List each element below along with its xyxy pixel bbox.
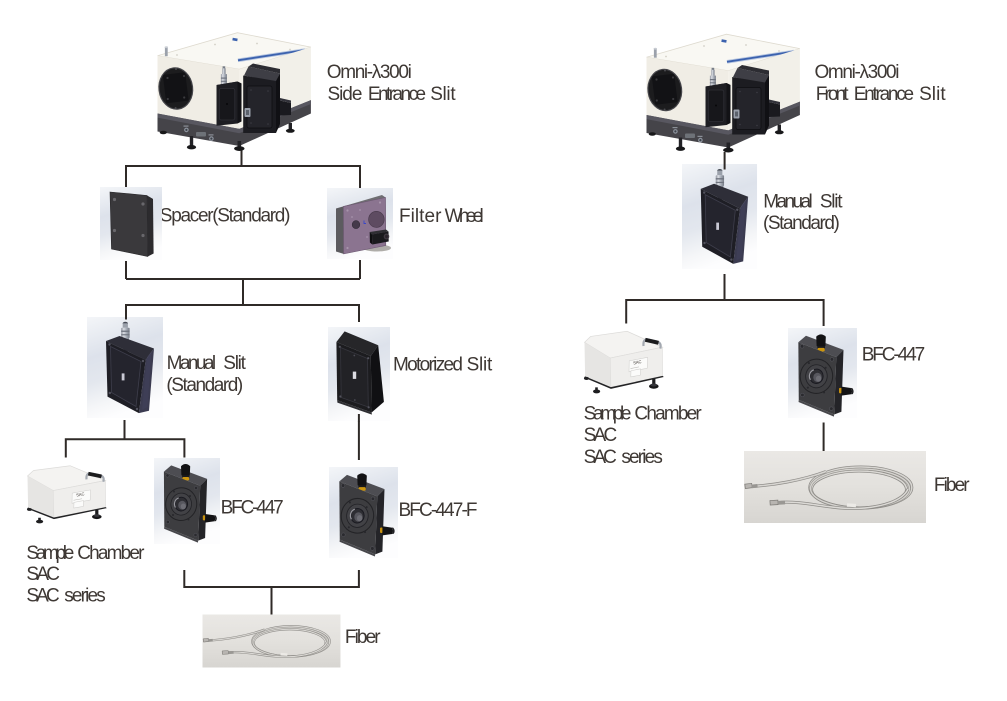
svg-text:Slit: Slit [467,355,493,376]
svg-text:Front: Front [816,84,849,105]
svg-text:SAC: SAC [584,425,618,446]
svg-text:Fiber: Fiber [934,475,970,496]
svg-text:(Standard): (Standard) [166,375,243,396]
svg-text:BFC-447: BFC-447 [862,344,926,365]
svg-text:BFC-447-F: BFC-447-F [399,500,478,521]
svg-text:Fiber: Fiber [345,627,381,648]
svg-text:(Standard): (Standard) [763,213,840,234]
svg-text:SAC: SAC [26,564,60,585]
svg-text:Wheel: Wheel [445,206,484,227]
svg-text:Slit: Slit [430,84,456,105]
svg-text:Motorized: Motorized [393,355,463,376]
svg-text:Slit: Slit [223,353,246,374]
svg-text:Chamber: Chamber [634,404,702,425]
svg-text:Chamber: Chamber [77,543,145,564]
svg-text:Slit: Slit [919,84,946,105]
svg-text:Manual: Manual [763,191,813,212]
svg-text:SAC: SAC [26,585,59,606]
svg-text:Omni-λ300i: Omni-λ300i [327,62,412,83]
svg-text:SAC: SAC [584,447,617,468]
svg-text:Entrance: Entrance [368,84,426,105]
svg-text:Side: Side [328,84,363,105]
svg-text:Filter: Filter [399,206,442,227]
svg-text:Sample: Sample [26,543,74,564]
svg-text:Omni-λ300i: Omni-λ300i [815,62,900,83]
svg-text:BFC-447: BFC-447 [221,497,284,518]
svg-text:Entrance: Entrance [854,84,914,105]
svg-text:series: series [64,585,106,606]
svg-text:Slit: Slit [820,191,843,212]
svg-text:series: series [621,447,663,468]
svg-text:Manual: Manual [167,353,217,374]
svg-text:Spacer(Standard): Spacer(Standard) [160,205,291,226]
svg-text:Sample: Sample [584,404,632,425]
